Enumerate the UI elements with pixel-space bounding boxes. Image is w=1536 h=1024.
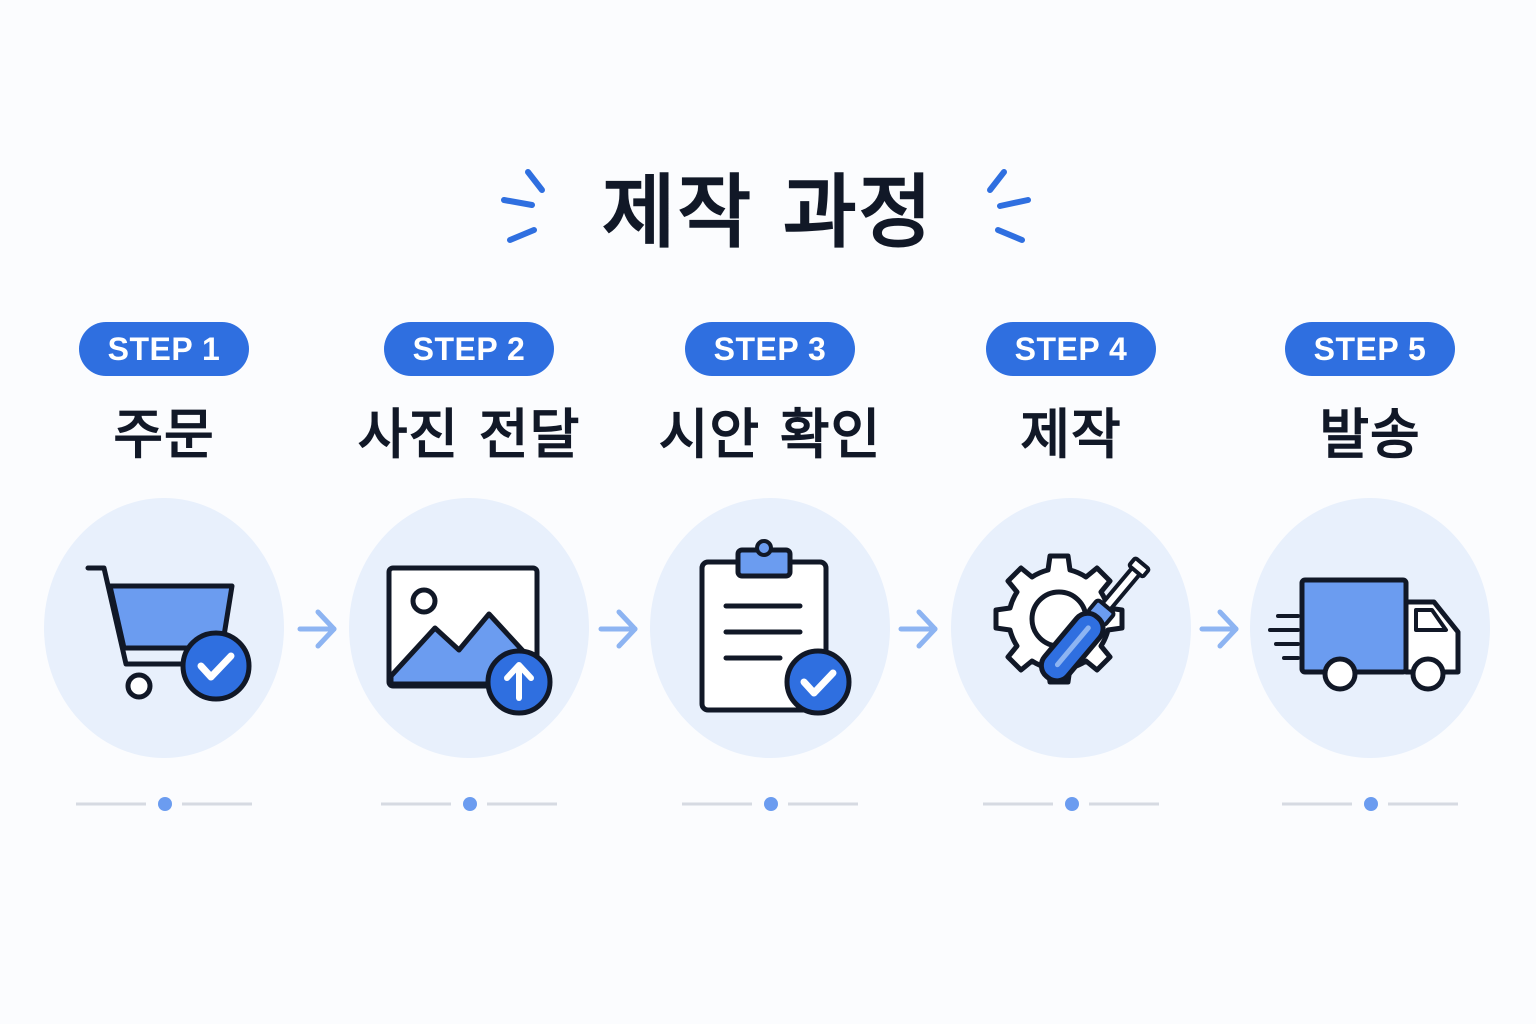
- arrow-right-icon: [297, 609, 337, 649]
- gear-screwdriver-icon: [993, 553, 1151, 685]
- step-label: 제작: [1020, 403, 1122, 466]
- step-badge: STEP 3: [685, 322, 855, 376]
- spark-right-icon: [987, 169, 1031, 243]
- step-icon-circle: [44, 498, 284, 758]
- image-upload-icon: [386, 565, 553, 716]
- step-icon-circle: [1250, 498, 1490, 758]
- step-badge: STEP 5: [1285, 322, 1455, 376]
- arrow-right-icon: [598, 609, 638, 649]
- step-badge: STEP 1: [79, 322, 249, 376]
- spark-left-icon: [501, 169, 545, 243]
- step-label: 주문: [113, 403, 215, 466]
- step-badge: STEP 4: [986, 322, 1156, 376]
- step-icon-circle: [951, 498, 1191, 758]
- step-label: 사진 전달: [357, 403, 581, 466]
- shopping-cart-check-icon: [85, 565, 252, 702]
- title-block: 제작 과정: [0, 160, 1536, 270]
- step-divider: [1282, 797, 1458, 811]
- step-icon-circle: [349, 498, 589, 758]
- step-label: 시안 확인: [658, 403, 882, 466]
- step-badge: STEP 2: [384, 322, 554, 376]
- step-divider: [682, 797, 858, 811]
- step-divider: [983, 797, 1159, 811]
- step-icon-circle: [650, 498, 890, 758]
- arrow-right-icon: [898, 609, 938, 649]
- clipboard-check-icon: [699, 539, 852, 716]
- step-divider: [381, 797, 557, 811]
- page-title: 제작 과정: [601, 166, 935, 259]
- step-divider: [76, 797, 252, 811]
- step-label: 발송: [1319, 403, 1421, 466]
- arrow-right-icon: [1199, 609, 1239, 649]
- delivery-truck-icon: [1268, 577, 1461, 692]
